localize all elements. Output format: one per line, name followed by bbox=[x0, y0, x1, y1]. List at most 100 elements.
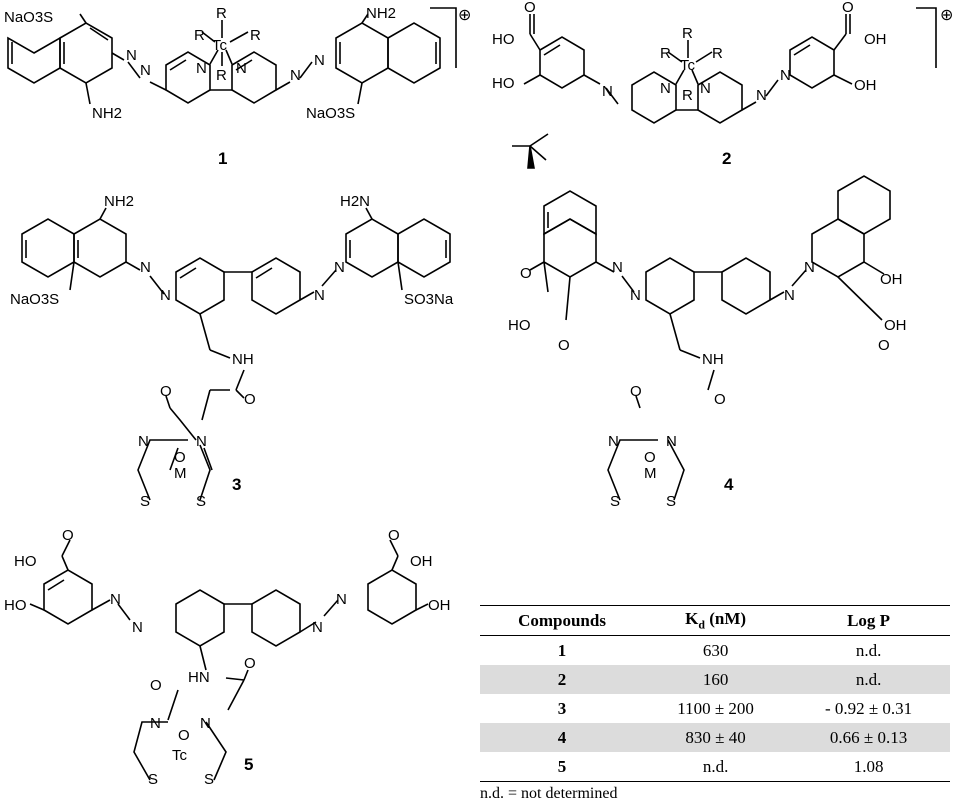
svg-text:N: N bbox=[336, 591, 347, 608]
svg-text:O: O bbox=[388, 527, 400, 544]
table-footnote: n.d. = not determined bbox=[480, 785, 618, 802]
svg-text:R: R bbox=[216, 67, 227, 84]
c5-oh: OH bbox=[428, 597, 451, 614]
table-row: 2 160 n.d. bbox=[480, 665, 950, 694]
c4-metal: M bbox=[644, 465, 657, 482]
c1-charge: ⊕ bbox=[458, 7, 471, 24]
c5-ho-top: HO bbox=[14, 553, 37, 570]
svg-text:N: N bbox=[756, 87, 767, 104]
svg-text:N: N bbox=[200, 715, 211, 732]
svg-text:R: R bbox=[682, 87, 693, 104]
c3-o: O bbox=[244, 391, 256, 408]
svg-text:N: N bbox=[140, 259, 151, 276]
cell-kd: 1100 ± 200 bbox=[677, 698, 754, 718]
svg-text:N: N bbox=[160, 287, 171, 304]
cell-compound: 4 bbox=[557, 727, 567, 747]
cell-compound: 1 bbox=[557, 640, 567, 660]
svg-text:O: O bbox=[174, 449, 186, 466]
compound-5-structure: HO HO O N N N N O OH OH HN O O N N O Tc … bbox=[4, 527, 451, 788]
svg-text:O: O bbox=[558, 337, 570, 354]
c1-number: 1 bbox=[218, 149, 227, 168]
c1-so3-left: NaO3S bbox=[4, 9, 53, 26]
table-header-row: Compounds Kd (nM) Log P bbox=[480, 605, 950, 636]
cell-kd: n.d. bbox=[702, 756, 729, 776]
cell-compound: 5 bbox=[557, 756, 567, 776]
cell-compound: 3 bbox=[557, 698, 567, 718]
svg-text:O: O bbox=[842, 0, 854, 16]
c3-number: 3 bbox=[232, 475, 241, 494]
c3-so3-right: SO3Na bbox=[404, 291, 454, 308]
svg-text:N: N bbox=[666, 433, 677, 450]
c5-ho: HO bbox=[4, 597, 27, 614]
c3-so3-left: NaO3S bbox=[10, 291, 59, 308]
c4-nh: NH bbox=[702, 351, 724, 368]
cell-logp: - 0.92 ± 0.31 bbox=[824, 698, 913, 718]
svg-text:OH: OH bbox=[884, 317, 907, 334]
c5-number: 5 bbox=[244, 755, 253, 774]
r-group-definition bbox=[512, 133, 549, 169]
compound-4-structure: O HO O N N N N OH OH O NH O O N N O M S … bbox=[508, 175, 907, 510]
c3-nh2-left: NH2 bbox=[104, 193, 134, 210]
cell-compound: 2 bbox=[557, 669, 567, 689]
svg-text:N: N bbox=[784, 287, 795, 304]
c1-azo-n: N bbox=[140, 62, 151, 79]
cell-logp: 0.66 ± 0.13 bbox=[829, 727, 908, 747]
c4-number: 4 bbox=[724, 475, 734, 494]
c4-o: O bbox=[520, 265, 532, 282]
svg-text:O: O bbox=[630, 383, 642, 400]
compound-1-structure: NaO3S NH2 N N N N Tc R R R R N N NH2 NaO… bbox=[4, 5, 471, 168]
svg-text:R: R bbox=[660, 45, 671, 62]
svg-text:R: R bbox=[194, 27, 205, 44]
c2-tc: Tc bbox=[680, 57, 696, 74]
svg-text:O: O bbox=[62, 527, 74, 544]
c2-cooh-left: HO bbox=[492, 31, 515, 48]
svg-text:N: N bbox=[126, 47, 137, 64]
c1-n-right: N bbox=[236, 60, 247, 77]
svg-text:N: N bbox=[780, 67, 791, 84]
svg-text:O: O bbox=[178, 727, 190, 744]
c2-carbonyl-left: O bbox=[524, 0, 536, 16]
cell-logp: n.d. bbox=[855, 669, 882, 689]
c3-s: S bbox=[140, 493, 150, 510]
c1-nh2-right: NH2 bbox=[366, 5, 396, 22]
cell-kd: 160 bbox=[702, 669, 729, 689]
c1-so3-right: NaO3S bbox=[306, 105, 355, 122]
c5-o: O bbox=[150, 677, 162, 694]
compound-2-structure: O HO HO N N N Tc R R R R N N O OH OH ⊕ 2 bbox=[492, 0, 953, 168]
cell-logp: n.d. bbox=[855, 640, 882, 660]
header-logp: Log P bbox=[847, 610, 891, 630]
svg-text:N: N bbox=[334, 259, 345, 276]
c5-s: S bbox=[148, 771, 158, 788]
c5-metal: Tc bbox=[172, 747, 188, 764]
c3-n: N bbox=[138, 433, 149, 450]
svg-text:S: S bbox=[196, 493, 206, 510]
svg-text:R: R bbox=[250, 27, 261, 44]
c1-tc: Tc bbox=[212, 37, 228, 54]
c5-oh-top: OH bbox=[410, 553, 433, 570]
c2-number: 2 bbox=[722, 149, 731, 168]
c1-nh2-left: NH2 bbox=[92, 105, 122, 122]
c2-oh-right: OH bbox=[854, 77, 877, 94]
header-compounds: Compounds bbox=[518, 610, 606, 630]
c5-n: N bbox=[150, 715, 161, 732]
c4-s: S bbox=[610, 493, 620, 510]
svg-text:R: R bbox=[682, 25, 693, 42]
svg-text:N: N bbox=[602, 83, 613, 100]
table-row: 5 n.d. 1.08 bbox=[480, 752, 950, 782]
c2-charge: ⊕ bbox=[940, 7, 953, 24]
cell-kd: 830 ± 40 bbox=[685, 727, 746, 747]
svg-text:N: N bbox=[312, 619, 323, 636]
svg-text:O: O bbox=[878, 337, 890, 354]
properties-table: Compounds Kd (nM) Log P 1 630 n.d. 2 160… bbox=[480, 605, 950, 803]
svg-text:O: O bbox=[714, 391, 726, 408]
svg-text:O: O bbox=[160, 383, 172, 400]
svg-text:N: N bbox=[110, 591, 121, 608]
c4-oh: OH bbox=[880, 271, 903, 288]
svg-text:O: O bbox=[644, 449, 656, 466]
svg-text:N: N bbox=[804, 259, 815, 276]
svg-text:N: N bbox=[630, 287, 641, 304]
c4-ho: HO bbox=[508, 317, 531, 334]
c2-n-left: N bbox=[660, 80, 671, 97]
c3-nh: NH bbox=[232, 351, 254, 368]
